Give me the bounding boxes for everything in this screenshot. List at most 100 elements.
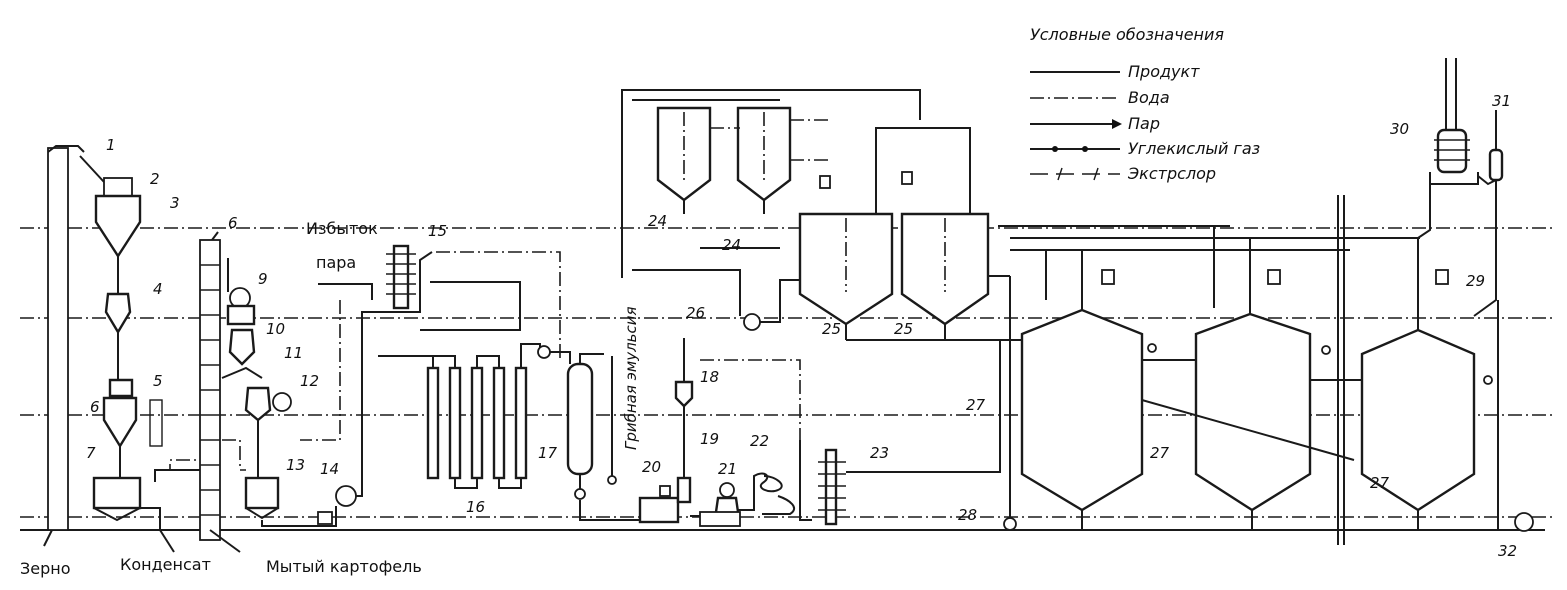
legend-dot-co2 (1052, 146, 1058, 152)
thermometer-bulb (607, 475, 617, 485)
pipe-30-header (1417, 184, 1431, 239)
water-line-14 (300, 300, 341, 441)
pump-28 (1003, 517, 1017, 531)
label-24b: 24 (722, 236, 741, 254)
label-17: 17 (538, 444, 558, 462)
co2-washer-30 (1417, 58, 1504, 317)
input-labels: Зерно Конденсат Мытый картофель Избыток … (20, 219, 640, 578)
tube-bend-2 (454, 478, 478, 489)
label-30: 30 (1390, 120, 1409, 138)
pump-21-base (699, 511, 741, 527)
tank-13 (244, 476, 280, 510)
legend-title: Условные обозначения (1030, 25, 1224, 44)
equipment-numbers: 1 2 3 4 5 6 6 7 9 10 11 12 13 14 15 16 1… (86, 92, 1517, 560)
pump-14-base (317, 511, 333, 525)
legend-label-steam: Пар (1128, 114, 1160, 133)
tank-18 (674, 380, 694, 408)
label-25b: 25 (894, 320, 913, 338)
mill-5 (108, 378, 134, 398)
contact-head-15 (378, 244, 561, 360)
valve-27b (1321, 345, 1331, 355)
tube-bend-3 (476, 355, 500, 368)
label-11: 11 (284, 344, 303, 362)
water-line-7 (162, 459, 200, 471)
fermenter-27b (1194, 312, 1312, 512)
label-12: 12 (300, 372, 319, 390)
tube-2 (448, 366, 462, 480)
label-4: 4 (153, 280, 163, 298)
heat-exchanger-23 (824, 448, 838, 526)
label-29: 29 (1466, 272, 1485, 290)
pointer-grain (43, 529, 53, 547)
condensate-pipe (140, 507, 161, 530)
tube-1 (426, 366, 440, 480)
legend-tick-extractor-1 (1057, 167, 1063, 181)
potato-line (162, 258, 292, 520)
pipe-16-17 (520, 343, 541, 368)
pump-32 (1514, 512, 1534, 532)
crusher-10 (228, 328, 256, 366)
legend-label-extractor: Экстрслор (1127, 164, 1216, 183)
label-15: 15 (428, 222, 447, 240)
tube-bend-4 (498, 478, 522, 489)
fermenter-27a (1020, 308, 1144, 512)
pump-26-group (743, 279, 800, 331)
label-25a: 25 (822, 320, 841, 338)
yeast-generators-24 (621, 89, 921, 316)
elevator-head (47, 145, 85, 153)
elevator-column (47, 147, 69, 531)
mash-tank-7 (92, 476, 142, 510)
pointer-condensate (159, 529, 175, 553)
saccharifier-20 (638, 496, 680, 524)
weighing-hopper (92, 177, 200, 530)
label-22: 22 (750, 432, 769, 450)
motor-12 (272, 392, 292, 412)
chute-11 (221, 366, 263, 379)
frame-line-24 (621, 89, 921, 278)
evaporator-17 (566, 362, 594, 476)
fermenter-27c (1360, 328, 1476, 512)
trap-31 (1488, 148, 1504, 182)
gauge-29 (1435, 269, 1449, 285)
valve-17 (537, 345, 551, 359)
pipe-17-top (579, 353, 604, 364)
pipe-17-20 (579, 500, 640, 521)
elevator-6-top (211, 231, 219, 241)
frame-24-lower (632, 269, 741, 316)
legend-dot-co2-2 (1082, 146, 1088, 152)
tube-4 (492, 366, 506, 480)
pipe-26-25 (760, 279, 800, 323)
steam-line-7 (154, 469, 200, 482)
valve-27a (1147, 343, 1157, 353)
legend-arrow-steam (1112, 119, 1122, 129)
pipe-14-15 (356, 311, 378, 497)
pump-21-motor (719, 482, 735, 498)
label-1: 1 (106, 136, 116, 154)
cooler-22-coil (762, 495, 796, 515)
fermenters-27 (1003, 269, 1534, 532)
pipe-16-top (420, 281, 521, 331)
label-6b: 6 (228, 214, 238, 232)
header-pipes (998, 225, 1420, 330)
label-3: 3 (170, 194, 180, 212)
label-fungal-emulsion: Грибная эмульсия (622, 306, 640, 450)
transfer-27a-27c (1141, 399, 1355, 461)
label-5: 5 (153, 372, 163, 390)
label-19: 19 (700, 430, 719, 448)
label-23: 23 (870, 444, 889, 462)
pipe-15-out (378, 251, 433, 313)
label-7: 7 (86, 444, 96, 462)
pipe-22-23 (799, 440, 812, 521)
link-30-31 (1477, 175, 1497, 186)
chute-1 (79, 155, 105, 183)
valve-17-bottom (574, 488, 586, 500)
pump-14-group (261, 283, 378, 527)
gauge-27b (1267, 269, 1281, 285)
label-9: 9 (258, 270, 268, 288)
label-excess-steam-2: пара (316, 253, 356, 272)
pipe-13-14 (261, 506, 337, 527)
tube-bend-1 (432, 355, 456, 368)
gauge-25b (901, 171, 913, 185)
gauge-25a (819, 175, 831, 189)
